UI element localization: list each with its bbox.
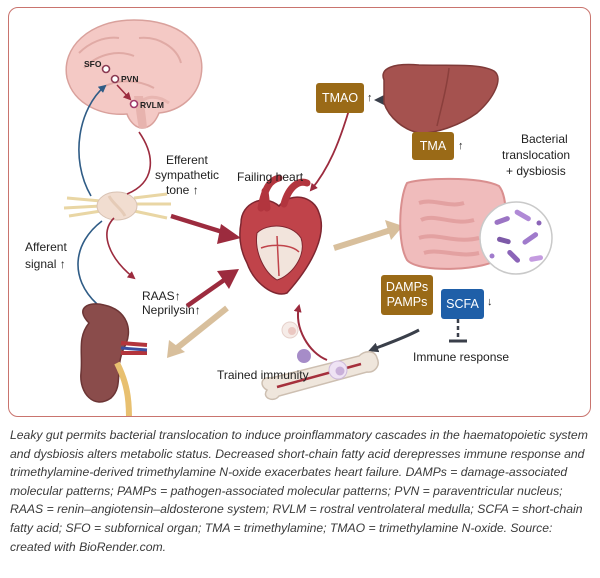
up-arrow-icon: ↑	[458, 140, 464, 152]
up-arrow-icon: ↑	[194, 303, 201, 317]
immune-response-label: Immune response	[413, 350, 510, 364]
failing-heart-label: Failing heart	[237, 170, 304, 184]
bacteria-illustration	[479, 201, 553, 275]
failing-heart-illustration	[239, 174, 323, 295]
down-arrow-icon: ↓	[487, 296, 493, 308]
rvlm-label: RVLM	[140, 100, 164, 110]
immune-cell	[297, 349, 311, 363]
tmao-box: TMAO	[316, 83, 364, 113]
trained-immunity-label: Trained immunity	[217, 368, 309, 382]
up-arrow-icon: ↑	[174, 289, 181, 303]
spinal-ganglion-illustration	[63, 191, 171, 221]
figure-caption: Leaky gut permits bacterial translocatio…	[10, 428, 588, 554]
sfo-label: SFO	[84, 59, 102, 69]
liver-illustration	[382, 63, 499, 134]
efferent-label-line2: sympathetic	[155, 168, 220, 182]
up-arrow-icon: ↑	[192, 183, 199, 197]
scfa-box: SCFA	[441, 289, 484, 319]
pvn-node	[110, 74, 120, 84]
bacterial-label-line2: translocation	[502, 148, 571, 162]
pvn-label: PVN	[121, 74, 139, 84]
sfo-node	[101, 64, 111, 74]
efferent-label-line1: Efferent	[166, 153, 208, 167]
diagram-illustration	[63, 19, 553, 416]
kidney-illustration	[80, 303, 148, 416]
bacterial-label-line3: + dysbiosis	[506, 164, 566, 178]
bacterial-label-line1: Bacterial	[521, 132, 568, 146]
neprilysin-label: Neprilysin	[142, 303, 195, 317]
tma-box: TMA	[412, 132, 454, 160]
rvlm-node	[129, 99, 139, 109]
up-arrow-icon: ↑	[59, 257, 66, 271]
damps-pamps-box: DAMPs PAMPs	[381, 275, 433, 315]
efferent-label-line3: tone	[166, 183, 190, 197]
afferent-label-line1: Afferent	[25, 240, 67, 254]
figure-panel: SFO PVN RVLM Efferent sympathetic tone ↑…	[8, 7, 591, 417]
raas-label: RAAS	[142, 289, 175, 303]
afferent-label-line2: signal	[25, 257, 57, 271]
up-arrow-icon: ↑	[367, 92, 373, 104]
